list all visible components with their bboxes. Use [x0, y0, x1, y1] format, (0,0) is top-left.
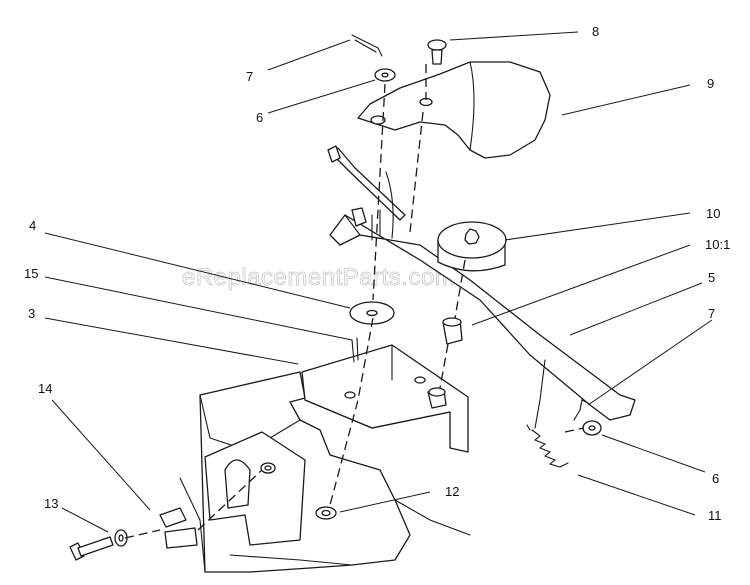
callout-12: 12: [445, 484, 459, 499]
callout-6-right: 6: [712, 471, 719, 486]
bushing: [442, 317, 463, 345]
callout-labels: 7 6 8 9 10 10:1 4 15 3 5 7 14 12 6 13 11: [24, 24, 730, 523]
callout-10: 10: [706, 206, 720, 221]
callout-7-right: 7: [708, 306, 715, 321]
top-washer: [374, 68, 396, 82]
callout-10-1: 10:1: [705, 237, 730, 252]
right-hitch-pin: [573, 399, 587, 421]
right-washer: [582, 420, 602, 436]
callout-7-top: 7: [246, 69, 253, 84]
callout-5: 5: [708, 270, 715, 285]
callout-13: 13: [44, 496, 58, 511]
lower-bushing-nut: [427, 387, 447, 409]
callout-8: 8: [592, 24, 599, 39]
callout-11: 11: [708, 508, 722, 523]
lock-nut: [315, 506, 337, 520]
cotter-pin: [351, 337, 359, 363]
linkage-rod: [327, 145, 636, 421]
callout-14: 14: [38, 381, 52, 396]
watermark-text: eReplacementParts.com: [182, 264, 455, 291]
callout-6-top: 6: [256, 110, 263, 125]
spacer-sleeve: [159, 507, 198, 549]
return-spring: [526, 359, 569, 468]
top-hitch-pin: [351, 34, 383, 57]
top-bolt: [427, 39, 447, 65]
assembly-lines: [124, 64, 585, 539]
leader-lines: [44, 31, 713, 533]
callout-3: 3: [28, 306, 35, 321]
callout-15: 15: [24, 266, 38, 281]
hub-drum: [437, 221, 507, 272]
pedal-arm: [357, 61, 551, 159]
lower-plate: [204, 431, 306, 546]
lower-bolt: [69, 536, 114, 561]
mounting-bracket: [301, 344, 469, 453]
callout-4: 4: [29, 218, 36, 233]
callout-9: 9: [707, 76, 714, 91]
